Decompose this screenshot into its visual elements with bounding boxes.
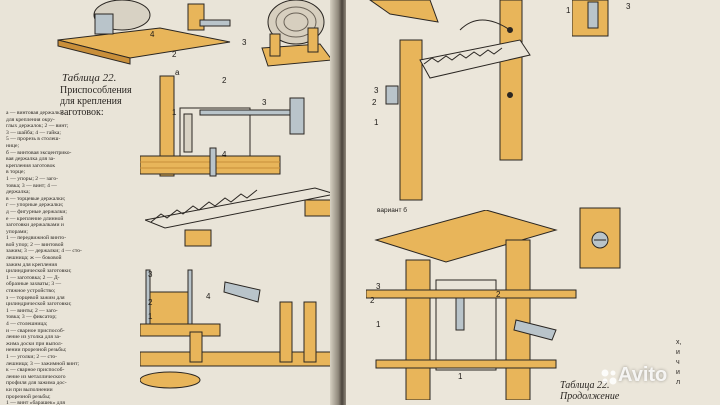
edge-text-line: л [676, 379, 681, 386]
label-lower-part-4: 4 [206, 292, 211, 301]
label-part-3: 3 [262, 98, 267, 107]
edge-text-line: х, [676, 339, 682, 346]
description-line: вой упор; 2 — винтовой [6, 241, 64, 248]
description-line: в торце; [6, 169, 26, 176]
description-line: д — фигурные держалки; [6, 208, 67, 215]
edge-text-line: и [676, 349, 680, 356]
edge-text-line: ч [676, 359, 680, 366]
variant-label: вариант б [377, 207, 407, 214]
description-line: 3 — шайба; 4 — гайка; [6, 129, 61, 136]
description-line: лешница; ж — боковой [6, 255, 62, 262]
upper-stool-illustration [369, 0, 531, 201]
clamp-illustration [140, 75, 305, 177]
label-top-right-3: 3 [626, 2, 631, 11]
right-caption-line-1: Таблица 22. [560, 380, 610, 391]
description-line: упорами; [6, 228, 28, 235]
description-line: ление из металлического [6, 373, 66, 380]
label-upper-left-3: 3 [374, 86, 379, 95]
description-line: жима доски при выпол- [6, 340, 63, 347]
edge-text-line: и [676, 369, 680, 376]
description-line: нении прорезной резьбы; [6, 347, 67, 354]
description-line: нице; [6, 142, 20, 149]
label-top-part-2: 2 [172, 50, 177, 59]
right-caption-line-2: Продолжение [560, 391, 620, 402]
right-page: 3 2 1 1 3 вариант б 3 2 1 2 1 [346, 0, 720, 405]
label-top-right-1: 1 [566, 6, 571, 15]
label-upper-left-2: 2 [372, 98, 377, 107]
description-line: 4 — столешница; [6, 321, 48, 327]
description-line: ки при выполнении [6, 386, 53, 393]
label-lower-left-3: 3 [376, 282, 381, 291]
label-lower-part-3: 3 [148, 270, 153, 279]
description-line: глых держалок; 2 — винт; [6, 123, 69, 130]
section-heading: Приспособления для крепления заготовок: [60, 85, 132, 118]
label-lower-part-1: 1 [148, 312, 153, 321]
description-line: г — упорные держалки; [6, 202, 64, 209]
description-line: лешница; 3 — зажимной винт; [6, 360, 80, 367]
description-line: товка; 3 — винт; 4 — [6, 182, 57, 189]
description-line: 1 — уголки; 2 — сто- [6, 353, 58, 360]
right-table-caption: Таблица 22. Продолжение [560, 380, 619, 402]
description-line: 5 — прорезь в столеш- [6, 136, 61, 143]
notched-board-illustration [145, 187, 336, 247]
description-line: цилиндрической заготовки; [6, 268, 72, 275]
description-line: зажим для крепления [6, 261, 57, 268]
description-line: вая держалка для за- [6, 156, 56, 163]
description-line: 1 — заготовка; 2 — Д- [6, 274, 60, 281]
label-lower-left-1: 1 [376, 320, 381, 329]
description-line: образные захваты; 3 — [6, 281, 62, 288]
description-line: 1 — упоры; 2 — заго- [6, 175, 58, 182]
label-lower-left-2: 2 [370, 296, 375, 305]
description-line: профиля для зажима дос- [6, 380, 67, 387]
screw-board-illustration [579, 207, 621, 269]
label-part-2: 2 [222, 76, 227, 85]
lower-clamps-illustration [140, 269, 340, 389]
description-line: ление из уголка для за- [6, 334, 61, 341]
left-page: 2 4 3 Таблица 22. Приспособления для кре… [0, 0, 340, 405]
description-line: 1 — винты; 2 — заго- [6, 307, 58, 314]
description-line: а — винтовая держалка [6, 110, 63, 116]
label-part-4: 4 [222, 150, 227, 159]
label-lower-mid-2: 2 [496, 290, 501, 299]
description-line: цилиндрической заготовки; [6, 301, 72, 308]
label-letter-a: а [175, 68, 180, 77]
lower-stool-illustration [366, 210, 577, 400]
label-lower-bottom-1: 1 [458, 372, 463, 381]
description-line: стяжное устройство; [6, 288, 56, 295]
top-right-detail [572, 0, 609, 37]
label-top-part-3: 3 [242, 38, 247, 47]
top-left-illustration [57, 0, 333, 67]
description-line: 1 — передвижной винто- [6, 235, 67, 242]
description-line: 1 — винт «барашек» для [6, 400, 65, 405]
description-line: е — крепление длинной [6, 215, 64, 222]
label-part-1: 1 [172, 108, 177, 117]
description-line: прорезной резьбы; [6, 393, 51, 400]
description-line: для крепления окру- [6, 116, 55, 123]
description-line: держалка; [6, 189, 30, 196]
label-upper-left-1: 1 [374, 118, 379, 127]
table-caption: Таблица 22. [62, 72, 117, 84]
description-line: б — винтовая эксцентрико- [6, 149, 72, 156]
description-line: зажим; 3 — держалки; 4 — сто- [6, 248, 82, 255]
description-line: крепления заготовок [6, 162, 56, 169]
avito-logo-icon [601, 369, 617, 385]
description-line: товка; 3 — фиксатор; [6, 314, 57, 321]
label-top-part-4: 4 [150, 30, 155, 39]
avito-watermark: Avito [618, 364, 668, 386]
label-lower-part-2: 2 [148, 298, 153, 307]
description-line: заготовки держалками и [6, 222, 64, 229]
description-line: и — сварное приспособ- [6, 327, 65, 334]
description-line: в — торцевые держалки; [6, 195, 66, 202]
description-line: к — сварное приспособ- [6, 367, 65, 374]
description-line: з — торцевой зажим для [6, 294, 65, 301]
